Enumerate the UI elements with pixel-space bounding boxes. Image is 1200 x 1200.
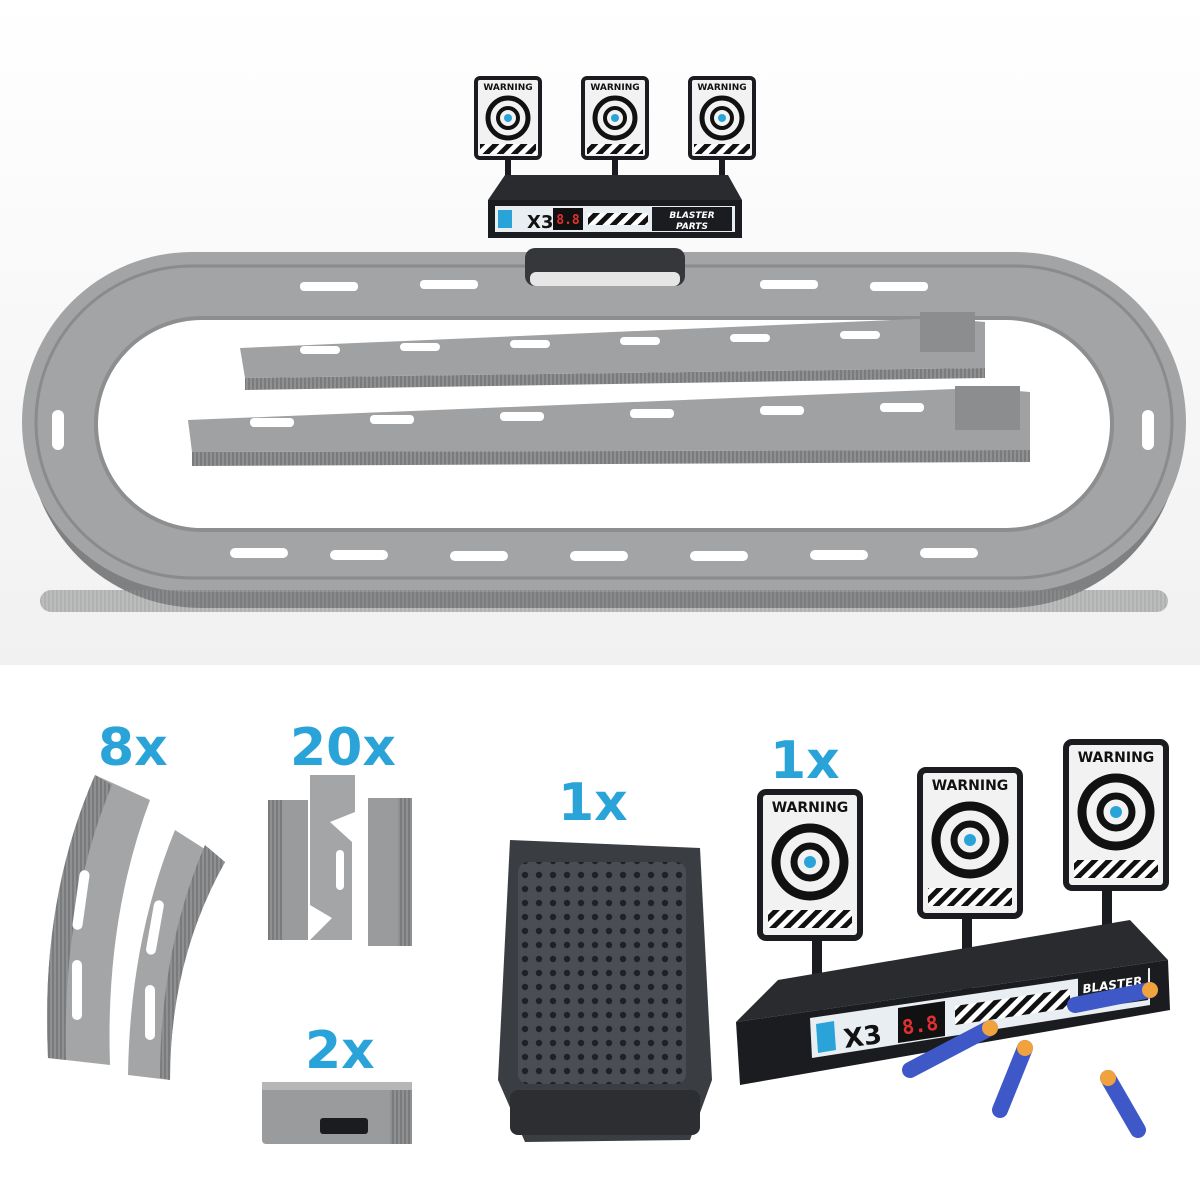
warning-label: WARNING (590, 83, 639, 93)
target-plate-right: WARNING (1063, 739, 1169, 968)
warning-label: WARNING (483, 83, 532, 93)
part-battery-sled: 1x (498, 773, 712, 1142)
target-plate-left: WARNING (757, 789, 863, 1010)
part-end-stop: 2x (262, 1021, 412, 1144)
brand-line2: PARTS (676, 222, 708, 232)
track-slots (52, 280, 1154, 561)
qty-target-set: 1x (770, 731, 840, 791)
foam-darts (902, 982, 1158, 1138)
straight-track-lower (188, 386, 1030, 466)
score-display: 8.8 (556, 213, 580, 228)
qty-track-connector: 20x (290, 718, 396, 778)
warning-label: WARNING (697, 83, 746, 93)
warning-label: WARNING (772, 800, 849, 816)
straight-track-upper (240, 312, 985, 390)
qty-curved-track: 8x (98, 718, 168, 778)
foam-dart (992, 1040, 1033, 1118)
foam-dart (1067, 982, 1158, 1013)
parts-list: 8x 20x 2x (46, 718, 1170, 1144)
model-label: X3 (842, 1020, 884, 1055)
model-label: X3 (527, 212, 553, 233)
qty-battery-sled: 1x (558, 773, 628, 833)
target-base: X3 8.8 BLASTER PARTS (488, 175, 742, 238)
warning-label: WARNING (1078, 750, 1155, 766)
assembled-track-scene: WARNING WARNING WARNING (0, 0, 1200, 665)
warning-label: WARNING (932, 778, 1009, 794)
target-plate-middle: WARNING (581, 76, 649, 180)
target-plate-left: WARNING (474, 76, 542, 180)
foam-dart (1100, 1070, 1146, 1138)
brand-line1: BLASTER (669, 211, 714, 221)
part-track-connector: 20x (268, 718, 412, 946)
assembled-target-set: WARNING WARNING WARNING (474, 76, 756, 286)
part-curved-track: 8x (46, 718, 225, 1080)
foam-dart (902, 1020, 998, 1078)
score-display: 8.8 (900, 1011, 939, 1040)
target-plate-right: WARNING (688, 76, 756, 180)
qty-end-stop: 2x (305, 1021, 375, 1081)
part-target-set: 1x WARNING WARNING (736, 731, 1170, 1138)
